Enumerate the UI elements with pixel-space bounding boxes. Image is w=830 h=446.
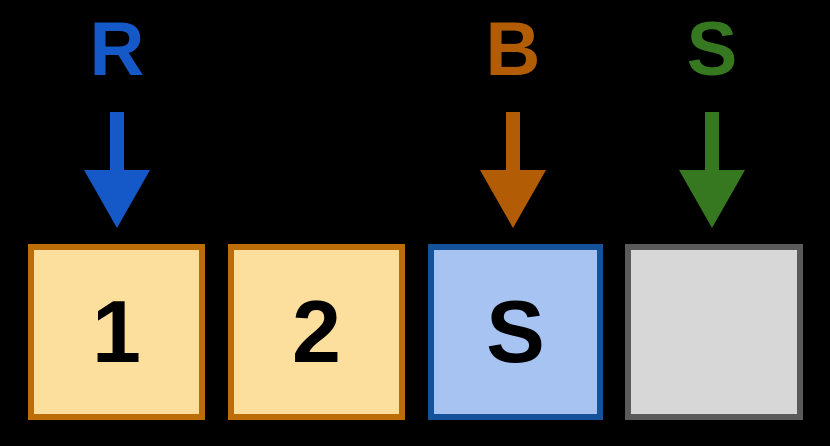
cell-label-s: S bbox=[486, 282, 545, 381]
pointer-label-s: S bbox=[686, 7, 738, 92]
pointer-label-b: B bbox=[485, 7, 541, 92]
pointer-r: R bbox=[57, 0, 177, 232]
down-arrow-icon-r bbox=[84, 112, 150, 228]
cell-1[interactable]: 1 bbox=[28, 244, 205, 420]
down-arrow-icon-s bbox=[679, 112, 745, 228]
cell-empty[interactable] bbox=[625, 244, 803, 420]
pointer-label-r: R bbox=[89, 7, 145, 92]
cell-label-2: 2 bbox=[292, 282, 341, 381]
down-arrow-icon-b bbox=[480, 112, 546, 228]
pointer-s: S bbox=[652, 0, 772, 232]
pointer-b: B bbox=[453, 0, 573, 232]
cell-s[interactable]: S bbox=[428, 244, 603, 420]
cell-label-1: 1 bbox=[92, 282, 141, 381]
cell-2[interactable]: 2 bbox=[228, 244, 405, 420]
